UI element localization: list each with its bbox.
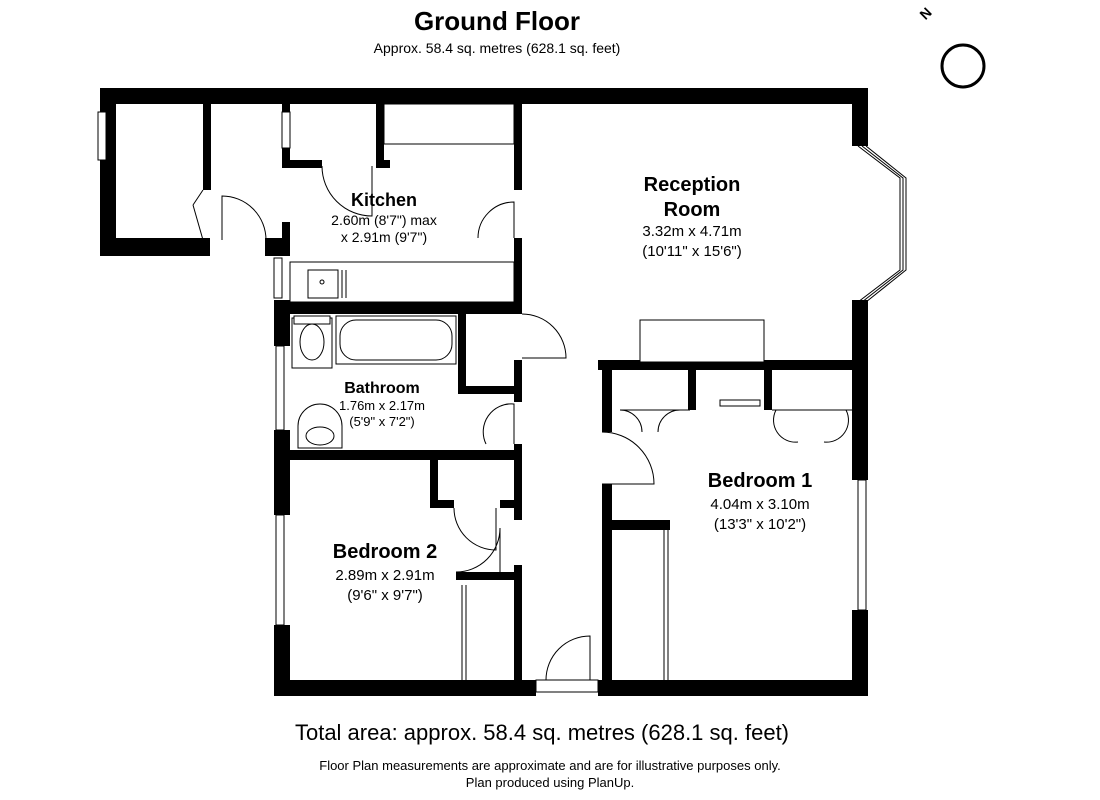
doors: [192, 165, 852, 693]
room-name-bathroom: Bathroom: [344, 380, 420, 397]
room-name-kitchen: Kitchen: [351, 190, 417, 210]
room-dims-bedroom-2: (9'6" x 9'7"): [347, 587, 423, 604]
room-dims-reception: 3.32m x 4.71m: [642, 223, 741, 240]
room-name-bedroom-2: Bedroom 2: [333, 541, 437, 563]
floor-area-subtitle: Approx. 58.4 sq. metres (628.1 sq. feet): [373, 40, 621, 56]
bathtub-icon: [335, 315, 457, 365]
room-dims-bedroom-2: 2.89m x 2.91m: [335, 567, 434, 584]
basin-icon: [297, 403, 343, 449]
room-dims-bathroom: 1.76m x 2.17m: [339, 398, 425, 413]
room-name-reception: Reception: [644, 174, 741, 196]
room-name-bedroom-1: Bedroom 1: [708, 470, 812, 492]
compass-north-label: N: [916, 4, 934, 22]
kitchen-worktop: [383, 103, 515, 145]
compass-icon: N: [916, 4, 986, 89]
room-dims-bedroom-1: 4.04m x 3.10m: [710, 496, 809, 513]
room-dims-bedroom-1: (13'3" x 10'2"): [714, 516, 806, 533]
room-dims-kitchen: 2.60m (8'7") max: [331, 212, 437, 228]
room-name-reception: Room: [664, 199, 721, 221]
disclaimer: Floor Plan measurements are approximate …: [319, 758, 781, 773]
toilet-icon: [291, 315, 333, 369]
total-area: Total area: approx. 58.4 sq. metres (628…: [294, 720, 790, 745]
room-dims-reception: (10'11" x 15'6"): [642, 243, 742, 260]
windows: [97, 111, 907, 626]
room-dims-bathroom: (5'9" x 7'2"): [349, 414, 415, 429]
room-dims-kitchen: x 2.91m (9'7"): [341, 229, 427, 245]
floor-title: Ground Floor: [413, 6, 581, 36]
credit: Plan produced using PlanUp.: [465, 775, 635, 790]
sink-icon: [307, 269, 347, 299]
walls: [100, 88, 868, 696]
fireplace-hearth: [639, 319, 765, 363]
